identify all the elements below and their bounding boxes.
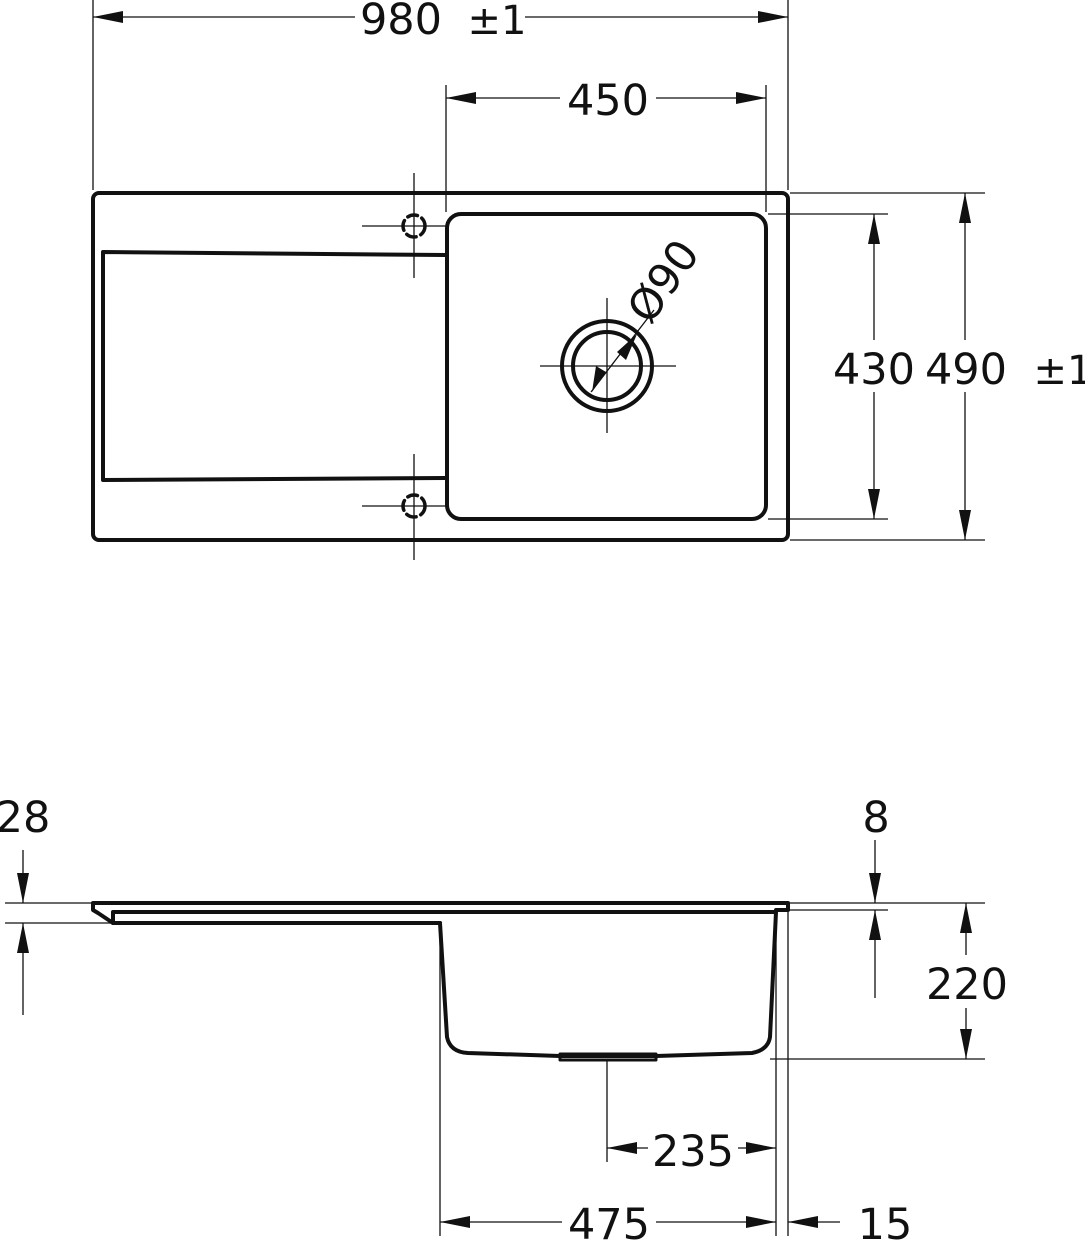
side-view: 28 8 220 235 475 15	[0, 793, 1008, 1243]
rim-overhang-label: 8	[862, 793, 889, 843]
bowl-height-label: 220	[926, 960, 1008, 1010]
rim-profile	[91, 901, 790, 925]
bowl-outer-width-label: 475	[568, 1200, 650, 1243]
bowl-width-label: 450	[567, 76, 649, 126]
drain-diameter-label: Ø90	[618, 231, 710, 332]
drain-offset-label: 235	[652, 1127, 734, 1177]
overall-depth-tolerance: ±1	[1034, 348, 1085, 394]
tap-hole-top	[362, 173, 447, 278]
bowl-outline	[445, 212, 768, 521]
rear-edge-label: 15	[858, 1200, 913, 1243]
overall-width-label: 980	[360, 0, 442, 45]
bowl-profile	[438, 910, 778, 1058]
top-view: Ø90 980 ±1 450 430 490 ±1	[91, 0, 1085, 560]
drainboard-outline	[101, 250, 447, 482]
drain	[540, 298, 676, 433]
sink-outline	[91, 191, 790, 542]
rim-thickness-label: 28	[0, 793, 50, 843]
overall-depth-label: 490	[925, 345, 1007, 395]
bowl-depth-label: 430	[833, 345, 915, 395]
tap-hole-bottom	[362, 454, 447, 560]
drain-outlet	[558, 1052, 658, 1062]
overall-width-tolerance: ±1	[468, 0, 527, 44]
